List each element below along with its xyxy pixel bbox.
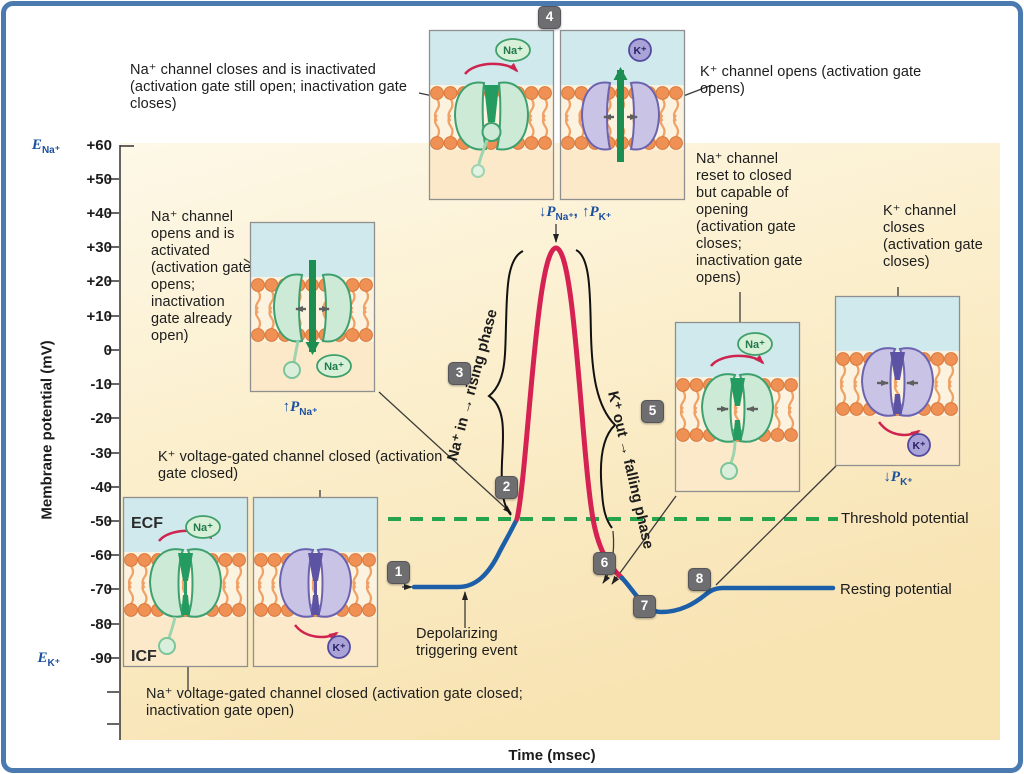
k-ion-label: K⁺ [332,642,346,654]
na-ion-label: Na⁺ [745,339,765,351]
y-tick-label: -60 [90,547,112,564]
curve-spike-red [514,245,625,581]
step-badge-6: 6 [593,552,616,575]
y-tick-label: -80 [90,616,112,633]
inset-k-closing: K⁺ [833,294,962,468]
annotation-na-inactivated: Na⁺ channel closes and is inactivated (a… [130,62,408,112]
inset-na-reset: Na⁺ [673,320,802,494]
annotation-na-gated-closed: Na⁺ voltage-gated channel closed (activa… [146,686,523,719]
y-tick-label: -50 [90,513,112,530]
annotation-k-closes: K⁺ channel closes (activation gate close… [883,203,983,270]
inset-k-open: K⁺ [558,28,687,202]
inset-na-inactivated: Na⁺ [427,28,556,202]
y-tick-label: +20 [86,273,112,290]
x-axis-title: Time (msec) [508,747,596,764]
y-tick-label: +10 [86,308,112,325]
k-ion-label: K⁺ [633,45,647,57]
annotation-na-reset: Na⁺ channel reset to closed but capable … [696,151,803,286]
threshold-potential-label: Threshold potential [841,510,969,527]
icf-label: ICF [131,648,157,665]
p-k-down-label: ↓PK⁺ [883,468,913,488]
inset-na-closed: Na⁺ ECF ICF [121,495,250,669]
y-tick-label: 0 [103,342,112,359]
na-ion-label: Na⁺ [324,361,344,373]
e-k-equilibrium-label: EK⁺ [37,650,60,669]
y-tick-label: +50 [86,171,112,188]
inset-na-open: Na⁺ [248,220,377,394]
step-badge-2: 2 [495,476,518,499]
inset-k-closed: K⁺ [251,495,380,669]
na-ion-label: Na⁺ [503,45,523,57]
ecf-label: ECF [131,515,163,532]
y-tick-label: -20 [90,410,112,427]
curve-depolarization-blue [411,516,520,590]
na-ion-label: Na⁺ [193,522,213,534]
step-badge-4: 4 [538,6,561,29]
step-badge-1: 1 [387,561,410,584]
y-tick-label: +60 [86,137,112,154]
annotation-depolarizing-event: Depolarizing triggering event [416,626,518,659]
y-tick-label: +40 [86,205,112,222]
annotation-k-gated-closed: K⁺ voltage-gated channel closed (activat… [158,449,443,482]
step-badge-8: 8 [688,568,711,591]
y-tick-label: -10 [90,376,112,393]
step-badge-3: 3 [448,362,471,385]
k-ion-label: K⁺ [912,440,926,452]
y-tick-label: -30 [90,445,112,462]
y-tick-label: -40 [90,479,112,496]
p-combined-label: ↓PNa⁺, ↑PK⁺ [538,203,612,223]
e-na-equilibrium-label: ENa⁺ [31,137,60,156]
y-tick-label: -90 [90,650,112,667]
step-badge-7: 7 [633,595,656,618]
resting-potential-label: Resting potential [840,581,952,598]
annotation-k-opens: K⁺ channel opens (activation gate opens) [700,64,922,97]
p-na-up-label: ↑PNa⁺ [282,398,318,418]
step-badge-5: 5 [641,400,664,423]
annotation-na-opens: Na⁺ channel opens and is activated (acti… [151,209,251,344]
y-axis-title: Membrane potential (mV) [38,340,56,520]
y-tick-label: -70 [90,581,112,598]
falling-phase-brace [575,249,617,529]
y-axis [107,145,134,740]
y-tick-label: +30 [86,239,112,256]
